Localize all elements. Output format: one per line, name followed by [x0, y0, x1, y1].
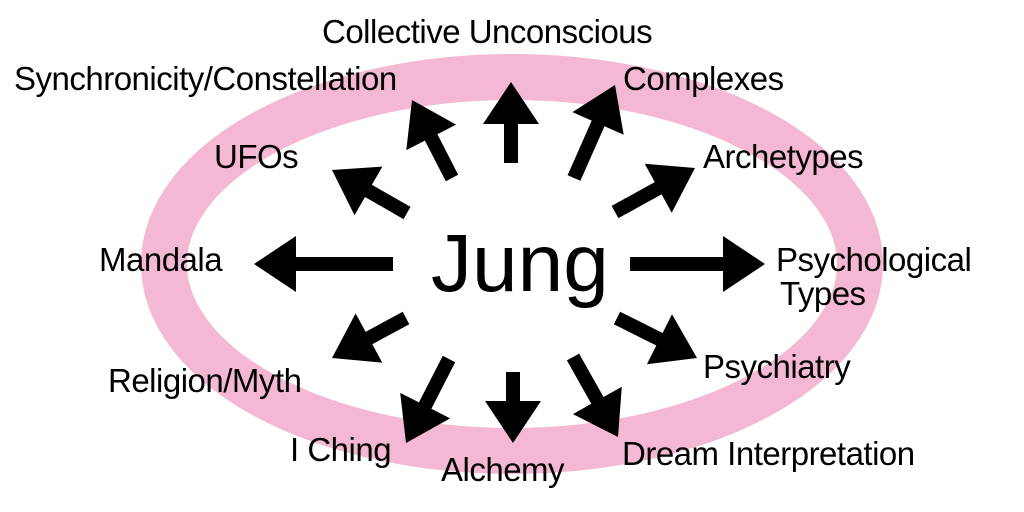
label-i-ching: I Ching [290, 431, 392, 468]
arrow-to-mandala [254, 236, 393, 292]
arrow-to-ufos [332, 166, 411, 220]
arrow-to-psychological-types [630, 236, 765, 292]
label-dream-interpretation: Dream Interpretation [622, 435, 915, 472]
label-complexes: Complexes [623, 60, 784, 97]
pink-ring [141, 54, 883, 474]
label-ufos: UFOs [214, 138, 299, 175]
label-archetypes: Archetypes [703, 138, 864, 175]
label-mandala: Mandala [99, 241, 223, 278]
label-psychological-types-line1: Psychological [776, 241, 972, 278]
arrow-to-i-ching [400, 355, 456, 443]
arrow-to-dream-interpretation [566, 353, 622, 437]
arrow-to-alchemy [485, 372, 541, 443]
label-religion-myth: Religion/Myth [108, 362, 302, 399]
arrow-to-archetypes [611, 163, 695, 219]
center-label-jung: Jung [431, 218, 609, 309]
label-collective-unconscious: Collective Unconscious [322, 13, 653, 50]
arrow-to-synchronicity-constellation [406, 100, 459, 182]
label-synchronicity-constellation: Synchronicity/Constellation [14, 60, 397, 97]
arrow-to-collective-unconscious [483, 82, 539, 163]
arrow-to-religion-myth [332, 311, 410, 363]
label-alchemy: Alchemy [441, 451, 565, 488]
arrow-to-complexes [567, 85, 624, 181]
arrow-to-psychiatry [613, 311, 697, 365]
label-psychological-types-line2: Types [780, 275, 866, 312]
arrows-group [254, 82, 765, 443]
label-psychiatry: Psychiatry [703, 348, 851, 385]
